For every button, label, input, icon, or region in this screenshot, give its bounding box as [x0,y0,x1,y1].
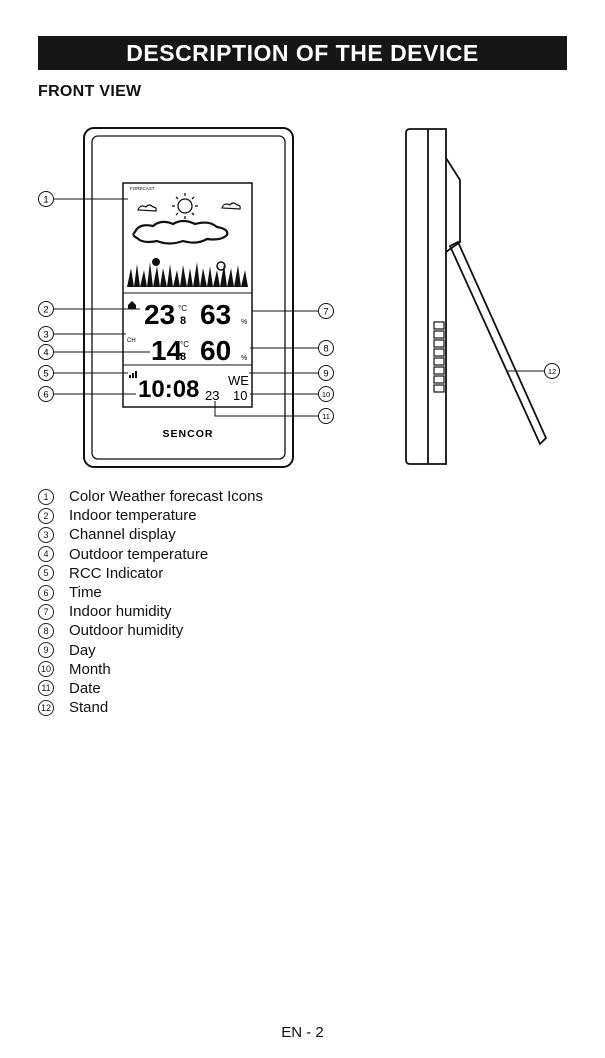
callout-7: 7 [318,303,334,319]
temp-unit: °C [178,304,187,313]
callout-11: 11 [318,408,334,424]
callouts: 1 2 3 4 5 6 7 8 9 10 11 12 [38,191,560,424]
page-title: DESCRIPTION OF THE DEVICE [126,40,479,66]
lcd-screen [122,182,253,408]
callout-3: 3 [38,326,54,342]
time-value: 10:08 [138,376,199,403]
humidity-unit: % [241,319,247,326]
callout-4: 4 [38,344,54,360]
svg-text:10: 10 [322,390,330,399]
page-title-bar: DESCRIPTION OF THE DEVICE [38,36,567,70]
callout-2: 2 [38,301,54,317]
svg-text:5: 5 [43,369,48,380]
device-front: FORECAST 23 °C 8 63 % CH 14 °C 8 [83,127,294,468]
page-number: EN - 2 [281,1024,324,1041]
svg-text:11: 11 [322,412,330,421]
rcc-icon [129,371,137,378]
brand-logo: SENCOR [163,428,214,440]
callout-9: 9 [318,365,334,381]
svg-text:8: 8 [323,344,328,355]
outdoor-humidity-value: 60 [200,335,231,366]
leader-lines [54,198,544,417]
svg-text:12: 12 [548,367,556,376]
side-vent [433,321,445,393]
channel-label: CH [127,338,136,344]
svg-text:9: 9 [323,369,328,380]
section-title: FRONT VIEW [38,83,142,100]
svg-text:6: 6 [43,390,48,401]
outdoor-temp-decimal: 8 [180,351,186,363]
svg-text:4: 4 [43,348,48,359]
svg-text:2: 2 [43,305,48,316]
stand [448,240,548,446]
outdoor-temp-value: 14 [151,335,183,366]
indoor-temp-value: 23 [144,299,175,330]
forecast-label: FORECAST [130,186,155,191]
callout-1: 1 [38,191,54,207]
cloud-icon [132,219,229,245]
callout-12: 12 [544,363,560,379]
callout-10: 10 [318,386,334,402]
temp-unit: °C [180,340,189,349]
callout-8: 8 [318,340,334,356]
device-side [405,128,548,465]
humidity-unit: % [241,355,247,362]
svg-text:3: 3 [43,330,48,341]
indoor-humidity-value: 63 [200,299,231,330]
indoor-temp-decimal: 8 [180,315,186,327]
month-value: 10 [233,388,247,403]
callout-6: 6 [38,386,54,402]
svg-text:1: 1 [43,195,48,206]
house-icon [128,301,136,309]
device-figure: FORECAST 23 °C 8 63 % CH 14 °C 8 [38,127,560,468]
small-cloud-icon [221,202,241,210]
date-value: 23 [205,388,219,403]
callout-5: 5 [38,365,54,381]
day-value: WE [228,373,249,388]
small-cloud-icon [137,204,157,212]
svg-text:7: 7 [323,307,328,318]
grass-icon [127,258,248,287]
sun-icon [172,193,198,219]
flower-icon [152,258,160,266]
flower-icon [216,261,226,271]
